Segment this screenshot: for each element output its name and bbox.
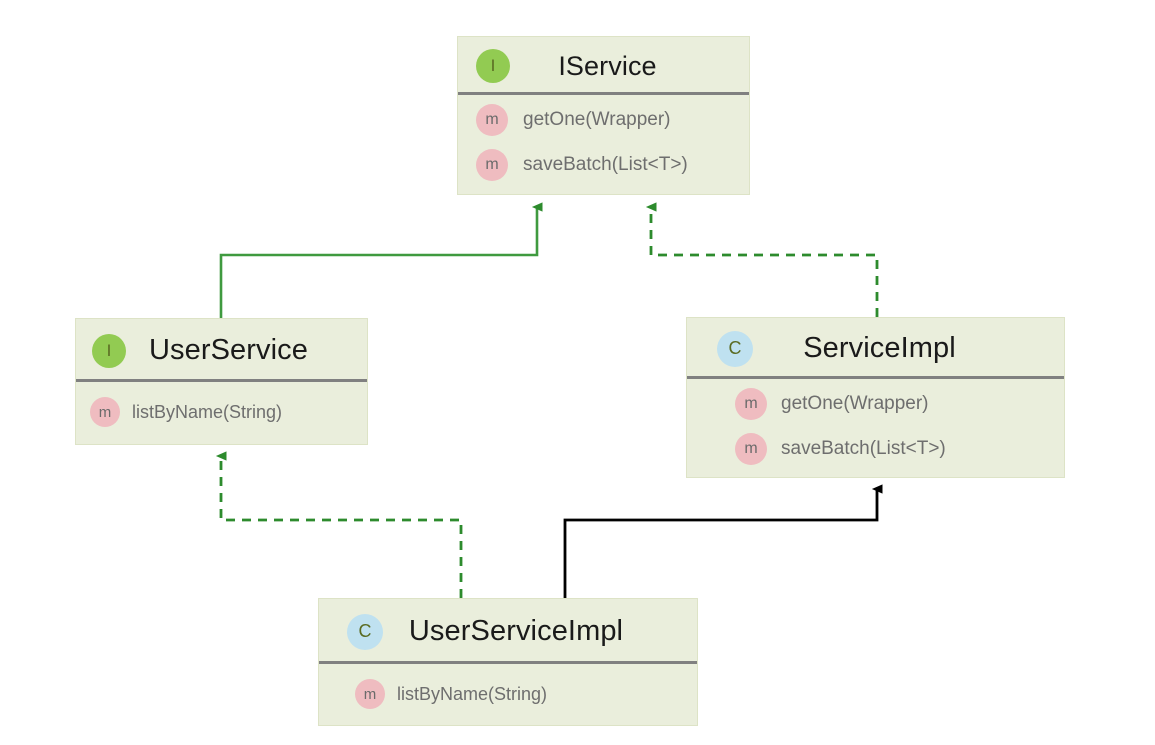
method-badge-icon: m <box>735 387 767 420</box>
class-box-iservice[interactable]: I IService m getOne(Wrapper) m saveBatch… <box>457 36 750 195</box>
member-list: m listByName(String) <box>76 382 367 446</box>
member-row[interactable]: m listByName(String) <box>319 666 697 722</box>
member-row[interactable]: m getOne(Wrapper) <box>687 381 1064 426</box>
edge-serviceimpl-to-iservice <box>645 202 879 317</box>
member-list: m getOne(Wrapper) m saveBatch(List<T>) <box>687 379 1064 479</box>
method-badge-icon: m <box>476 103 508 136</box>
edge-userservice-to-iservice <box>219 202 543 318</box>
method-label: getOne(Wrapper) <box>523 108 671 130</box>
method-badge-icon: m <box>355 679 385 709</box>
member-list: m getOne(Wrapper) m saveBatch(List<T>) <box>458 95 749 193</box>
member-row[interactable]: m saveBatch(List<T>) <box>458 142 749 187</box>
method-badge-icon: m <box>735 432 767 465</box>
method-badge-icon: m <box>90 397 120 427</box>
member-row[interactable]: m saveBatch(List<T>) <box>687 426 1064 471</box>
member-row[interactable]: m listByName(String) <box>76 384 367 440</box>
class-title: ServiceImpl <box>803 332 956 364</box>
method-badge-icon: m <box>476 148 508 181</box>
class-box-header: C UserServiceImpl <box>319 599 697 664</box>
method-label: saveBatch(List<T>) <box>523 153 688 175</box>
edge-userserviceimpl-to-userservice <box>215 451 463 598</box>
method-label: saveBatch(List<T>) <box>781 437 946 459</box>
class-title: UserService <box>148 334 309 366</box>
interface-badge-icon: I <box>92 333 126 368</box>
class-box-userserviceimpl[interactable]: C UserServiceImpl m listByName(String) <box>318 598 698 726</box>
member-list: m listByName(String) <box>319 664 697 727</box>
class-title: IService <box>558 50 657 81</box>
class-box-header: C ServiceImpl <box>687 318 1064 379</box>
class-badge-icon: C <box>347 613 383 650</box>
edge-userserviceimpl-to-serviceimpl <box>563 484 883 598</box>
class-box-header: I UserService <box>76 319 367 382</box>
class-badge-icon: C <box>717 330 753 367</box>
class-box-header: I IService <box>458 37 749 95</box>
member-row[interactable]: m getOne(Wrapper) <box>458 97 749 142</box>
class-title: UserServiceImpl <box>408 615 624 647</box>
class-box-serviceimpl[interactable]: C ServiceImpl m getOne(Wrapper) m saveBa… <box>686 317 1065 478</box>
method-label: listByName(String) <box>132 401 283 422</box>
method-label: getOne(Wrapper) <box>781 392 929 414</box>
class-box-userservice[interactable]: I UserService m listByName(String) <box>75 318 368 445</box>
interface-badge-icon: I <box>476 49 510 83</box>
method-label: listByName(String) <box>397 683 548 704</box>
